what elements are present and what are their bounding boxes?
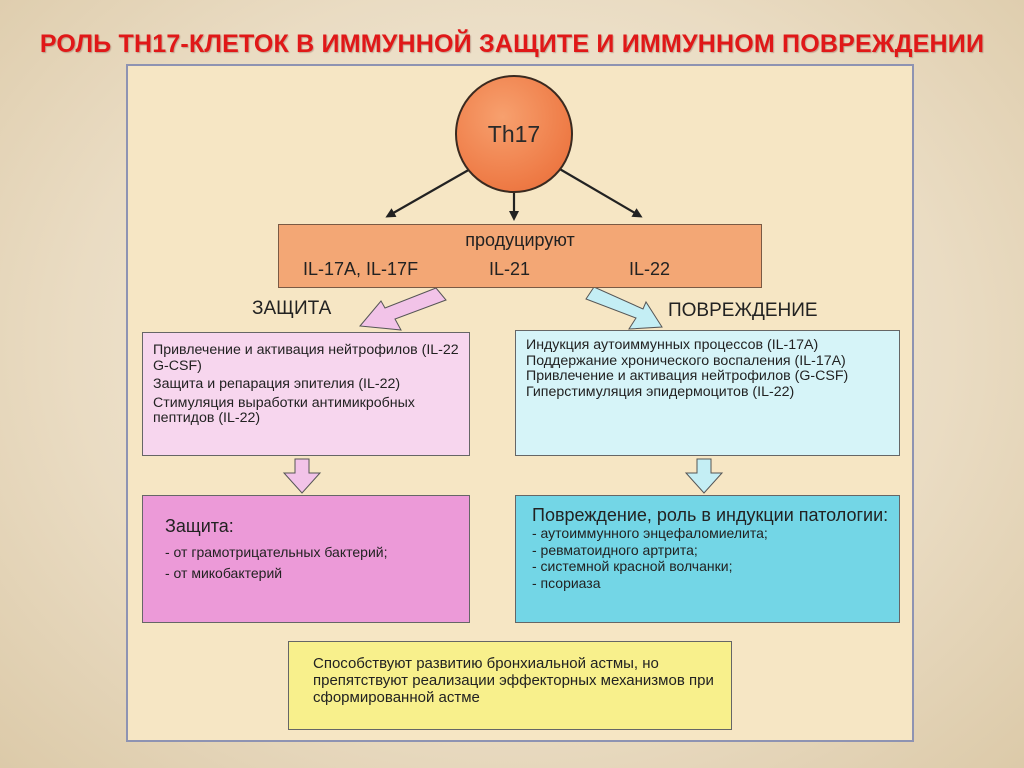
protection-result-item: - от микобактерий bbox=[165, 565, 283, 581]
damage-result-box: Повреждение, роль в индукции патологии: … bbox=[515, 495, 900, 623]
damage-result-item: - псориаза bbox=[532, 574, 601, 591]
protection-result-box: Защита: - от грамотрицательных бактерий;… bbox=[142, 495, 470, 623]
hollow-arrow-down-protection bbox=[282, 458, 322, 494]
protection-mechanism: Стимуляция выработки антимикробных пепти… bbox=[153, 394, 415, 427]
arrow-right bbox=[557, 167, 643, 218]
damage-mechanisms-box: Индукция аутоиммунных процессов (IL-17A)… bbox=[515, 330, 900, 456]
cytokine-il21: IL-21 bbox=[489, 259, 531, 279]
damage-result-item: - системной красной волчанки; bbox=[532, 558, 733, 574]
cytokine-il17: IL-17A, IL-17F bbox=[303, 259, 419, 279]
protection-mechanisms-box: Привлечение и активация нейтрофилов (IL-… bbox=[142, 332, 470, 456]
damage-mechanism: Поддержание хронического воспаления (IL-… bbox=[526, 352, 846, 369]
hollow-arrow-down-damage bbox=[684, 458, 724, 494]
damage-result-item: - аутоиммунного энцефаломиелита; bbox=[532, 525, 768, 541]
asthma-note: Способствуют развитию бронхиальной астмы… bbox=[313, 655, 714, 706]
th17-cell: Th17 bbox=[455, 75, 573, 193]
protection-result-item: - от грамотрицательных бактерий; bbox=[165, 544, 388, 560]
produces-box: продуцируют IL-17A, IL-17F IL-21 IL-22 bbox=[278, 224, 762, 288]
damage-label: ПОВРЕЖДЕНИЕ bbox=[668, 300, 818, 321]
hollow-arrow-protection bbox=[359, 287, 447, 331]
produces-label: продуцируют bbox=[465, 230, 575, 250]
damage-mechanism: Индукция аутоиммунных процессов (IL-17A) bbox=[526, 337, 819, 353]
th17-cell-label: Th17 bbox=[487, 120, 541, 147]
protection-label: ЗАЩИТА bbox=[252, 298, 332, 319]
slide-title: РОЛЬ ТН17-КЛЕТОК В ИММУННОЙ ЗАЩИТЕ И ИММ… bbox=[39, 30, 985, 58]
damage-mechanism: Привлечение и активация нейтрофилов (G-C… bbox=[526, 368, 849, 385]
hollow-arrow-damage bbox=[585, 286, 663, 330]
damage-mechanism: Гиперстимуляция эпидермоцитов (IL-22) bbox=[526, 383, 795, 400]
protection-mechanism: Защита и репарация эпителия (IL-22) bbox=[153, 376, 401, 393]
protection-result-title: Защита: bbox=[165, 516, 234, 536]
damage-result-item: - ревматоидного артрита; bbox=[532, 541, 698, 558]
asthma-note-box: Способствуют развитию бронхиальной астмы… bbox=[288, 641, 732, 730]
damage-result-title: Повреждение, роль в индукции патологии: bbox=[532, 505, 889, 525]
cytokine-il22: IL-22 bbox=[629, 259, 671, 279]
protection-mechanism: Привлечение и активация нейтрофилов (IL-… bbox=[153, 342, 459, 374]
arrow-left bbox=[385, 167, 473, 218]
